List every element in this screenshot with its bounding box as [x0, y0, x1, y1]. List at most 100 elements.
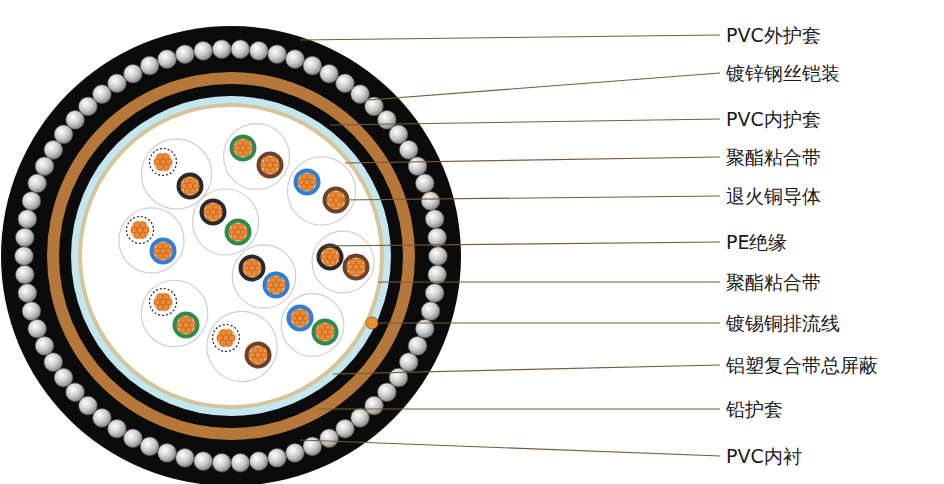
armour-wire [35, 157, 54, 176]
armour-wire [16, 265, 35, 284]
copper-strand [252, 270, 258, 276]
armour-wire [212, 453, 231, 472]
pair-tape [141, 280, 208, 347]
copper-strand [258, 357, 264, 363]
armour-wire [399, 141, 418, 160]
part-label: 退火铜导体 [726, 185, 821, 207]
copper-strand [356, 269, 362, 275]
insulation [150, 289, 177, 316]
pair-tape [281, 294, 344, 357]
leader-line [300, 35, 720, 40]
pair-tape [207, 311, 277, 381]
copper-strand [246, 260, 252, 266]
polyester-tape [78, 103, 384, 409]
armour-wire [28, 319, 47, 338]
copper-strand [243, 150, 249, 156]
part-label: 聚酯粘合带 [726, 146, 821, 168]
insulation [177, 173, 204, 200]
copper-strand [180, 317, 186, 323]
conductor [321, 248, 340, 267]
copper-strand [300, 320, 306, 326]
conductor [229, 223, 248, 242]
copper-strand [190, 178, 196, 184]
copper-strand [163, 164, 169, 170]
pair-tape [287, 157, 355, 225]
insulation [230, 135, 257, 162]
armour-wire [22, 302, 41, 321]
copper-strand [190, 188, 196, 194]
copper-strand [270, 277, 276, 283]
armour-wire [428, 228, 447, 247]
copper-strand [307, 184, 313, 190]
armour-wire [18, 210, 37, 229]
copper-strand [163, 243, 169, 249]
conductor [181, 177, 200, 196]
conductor [177, 316, 196, 335]
armour-wire [416, 174, 435, 193]
conductor [243, 259, 262, 278]
armour-wire [124, 429, 143, 448]
copper-strand [213, 204, 219, 210]
conductor [204, 203, 223, 222]
armour-wire [421, 302, 440, 321]
copper-strand [163, 154, 169, 160]
armour-wire [44, 353, 63, 372]
armour-wire [35, 337, 54, 356]
leader-line [333, 365, 720, 374]
conductor [316, 323, 335, 342]
conductor [298, 173, 317, 192]
copper-strand [157, 154, 163, 160]
copper-strand [319, 324, 325, 330]
copper-strand [157, 294, 163, 300]
inner-sheath [59, 84, 403, 428]
copper-strand [336, 202, 342, 208]
copper-strand [163, 253, 169, 259]
insulation [200, 199, 227, 226]
conductor [249, 346, 268, 365]
insulation [287, 305, 314, 332]
armour-wire [212, 40, 231, 59]
copper-strand [301, 174, 307, 180]
copper-strand [186, 327, 192, 333]
pair-tape [141, 139, 211, 209]
copper-strand [163, 304, 169, 310]
copper-strand [356, 259, 362, 265]
copper-strand [270, 157, 276, 163]
copper-strand [330, 249, 336, 255]
copper-strand [134, 222, 140, 228]
armour-wire [231, 40, 250, 59]
copper-strand [186, 317, 192, 323]
leader-line [330, 119, 720, 125]
copper-strand [325, 324, 331, 330]
copper-strand [336, 192, 342, 198]
copper-strand [276, 287, 282, 293]
part-label: PE绝缘 [726, 231, 787, 253]
insulation [343, 254, 370, 281]
copper-strand [184, 178, 190, 184]
copper-strand [140, 222, 146, 228]
copper-strand [243, 140, 249, 146]
copper-strand [226, 340, 232, 346]
armour-wire [194, 452, 213, 471]
armour-wire [336, 419, 355, 438]
armour-wire [408, 157, 427, 176]
copper-strand [252, 260, 258, 266]
insulation [173, 312, 200, 339]
pair-tape [232, 245, 295, 308]
leader-line [368, 73, 720, 100]
armour-wire [303, 56, 322, 75]
insulation [257, 152, 284, 179]
copper-strand [232, 224, 238, 230]
pair-tape [192, 189, 258, 255]
armour-wire [108, 74, 127, 93]
pair-tape [119, 208, 184, 273]
insulation [150, 149, 177, 176]
insulation [294, 169, 321, 196]
insulation [245, 342, 272, 369]
conductor [234, 139, 253, 158]
copper-strand [252, 347, 258, 353]
armour-wire [286, 50, 305, 69]
copper-strand [238, 234, 244, 240]
part-label: 镀锡铜排流线 [726, 312, 840, 334]
